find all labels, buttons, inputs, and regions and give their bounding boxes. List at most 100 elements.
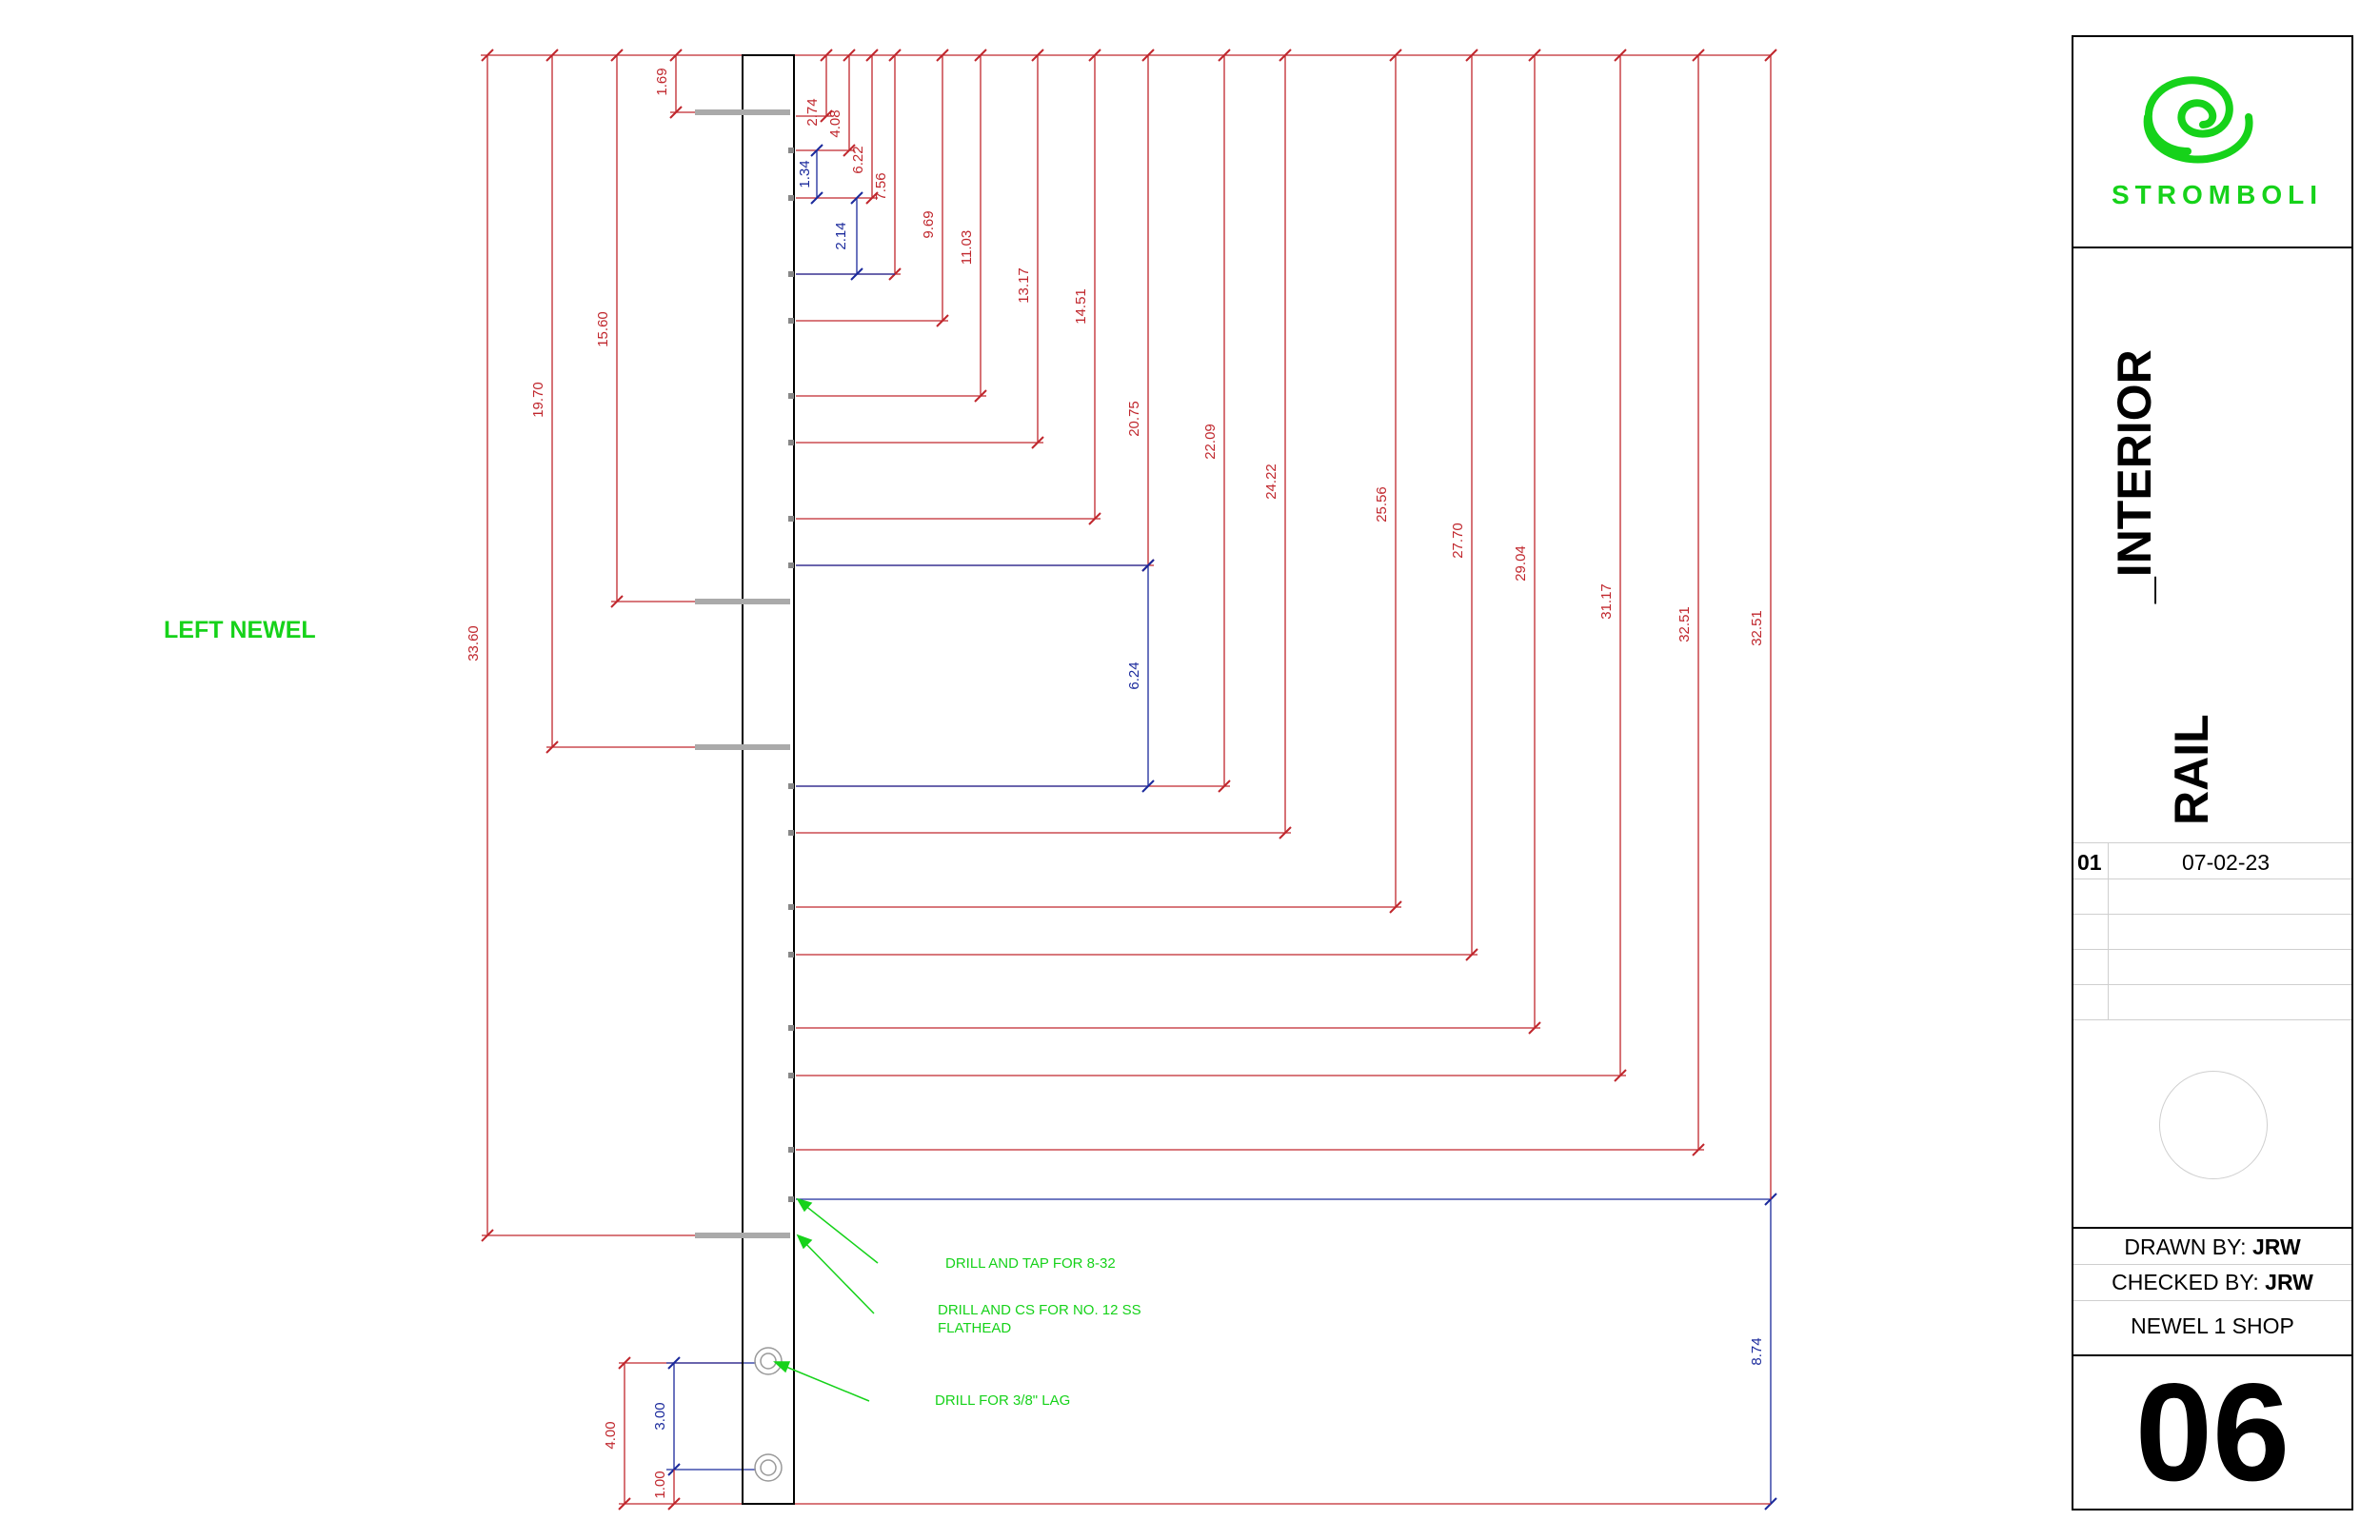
dimension-label: 11.03: [959, 230, 975, 265]
drawing-title: _INTERIOR RAIL: [2073, 247, 2351, 844]
note-drill-tap: DRILL AND TAP FOR 8-32: [945, 1255, 1116, 1272]
dimension-label: 3.00: [652, 1402, 668, 1430]
note-drill-cs: DRILL AND CS FOR NO. 12 SS: [938, 1302, 1141, 1318]
tap-hole-mark: [788, 1073, 794, 1078]
rail-body: [742, 54, 795, 1505]
seal-placeholder: [2159, 1071, 2268, 1179]
dimension-label: 15.60: [595, 311, 611, 347]
lag-hole: [754, 1347, 783, 1375]
dimension-tick: [1141, 780, 1155, 793]
dimension-tick: [810, 191, 823, 205]
dimension-tick: [1218, 49, 1231, 62]
tap-hole-mark: [788, 563, 794, 568]
drawn-by-value: JRW: [2251, 1234, 2301, 1259]
checked-by: CHECKED BY: JRW: [2073, 1270, 2351, 1295]
screw-hole-mark: [695, 1233, 790, 1238]
note-drill-cs-flathead: FLATHEAD: [938, 1320, 1011, 1336]
dimension-label: 6.22: [850, 146, 866, 173]
dimension-tick: [865, 191, 879, 205]
dimension-label: 22.09: [1202, 424, 1219, 460]
dimension-tick: [610, 595, 624, 608]
dimension-label: 20.75: [1126, 401, 1142, 437]
dimension-tick: [669, 106, 683, 119]
dimension-tick: [1141, 559, 1155, 572]
dimension-tick: [936, 314, 949, 327]
dimension-tick: [1465, 948, 1478, 961]
dimension-label: 1.34: [797, 160, 813, 188]
note-leaders: [773, 1197, 879, 1402]
dimension-tick: [481, 49, 494, 62]
tap-hole-mark: [788, 783, 794, 789]
dimension-tick: [850, 191, 863, 205]
dimension-label: 19.70: [530, 382, 546, 418]
checked-by-value: JRW: [2265, 1270, 2313, 1294]
lag-hole: [754, 1453, 783, 1482]
dimension-label: 32.51: [1749, 610, 1765, 646]
dimension-label: 25.56: [1374, 486, 1390, 523]
dimension-tick: [843, 144, 856, 157]
tap-hole-mark: [788, 1147, 794, 1153]
dimension-tick: [1031, 49, 1044, 62]
dimension-label: 7.56: [873, 172, 889, 200]
revision-date: 07-02-23: [2182, 850, 2271, 875]
dimension-label: 4.00: [603, 1421, 619, 1449]
dimension-tick: [820, 49, 833, 62]
tap-hole-mark: [788, 1025, 794, 1031]
dimension-lines: [481, 49, 1777, 1510]
dimension-tick: [545, 49, 559, 62]
dimension-tick: [936, 49, 949, 62]
tap-hole-mark: [788, 1196, 794, 1202]
dimension-tick: [974, 49, 987, 62]
dimension-tick: [974, 389, 987, 403]
tap-hole-mark: [788, 393, 794, 399]
dimension-tick: [610, 49, 624, 62]
dimension-tick: [1141, 49, 1155, 62]
dimension-tick: [1088, 49, 1101, 62]
dimension-tick: [1279, 826, 1292, 839]
dimension-tick: [1088, 512, 1101, 525]
dimension-tick: [545, 740, 559, 754]
screw-hole-mark: [695, 109, 790, 115]
revision-number: 01: [2077, 850, 2102, 875]
dimension-tick: [1279, 49, 1292, 62]
tap-hole-mark: [788, 904, 794, 910]
tap-hole-mark: [788, 195, 794, 201]
dimension-tick: [1692, 1143, 1705, 1156]
dimension-tick: [888, 49, 902, 62]
revision-table: 01 07-02-23: [2073, 808, 2351, 1056]
dimension-label: 4.08: [827, 109, 843, 137]
dimension-tick: [843, 49, 856, 62]
view-label: LEFT NEWEL: [164, 617, 316, 643]
title-line-interior: _INTERIOR: [2108, 349, 2161, 603]
sheet-number-box: 06: [2073, 1354, 2351, 1510]
dimension-label: 6.24: [1126, 661, 1142, 689]
tap-hole-mark: [788, 516, 794, 522]
dimension-label: 31.17: [1598, 583, 1615, 620]
screw-hole-mark: [695, 744, 790, 750]
dimension-tick: [669, 49, 683, 62]
dimension-label: 1.00: [652, 1471, 668, 1498]
checked-by-label: CHECKED BY:: [2112, 1270, 2266, 1294]
sheet-number: 06: [2134, 1354, 2291, 1510]
dimension-label: 29.04: [1513, 545, 1529, 582]
dimension-tick: [1614, 49, 1627, 62]
sheet-name: NEWEL 1 SHOP: [2131, 1313, 2294, 1338]
dimension-tick: [1614, 1069, 1627, 1082]
signature-block: DRAWN BY: JRW CHECKED BY: JRW NEWEL 1 SH…: [2073, 1227, 2351, 1356]
dimension-tick: [1389, 900, 1402, 914]
dimension-label: 13.17: [1016, 267, 1032, 304]
dimension-label: 8.74: [1749, 1337, 1765, 1365]
title-block: STROMBOLI _INTERIOR RAIL 01 07-02-23 DRA…: [2072, 35, 2353, 1510]
dimension-tick: [1465, 49, 1478, 62]
stromboli-logo: [2143, 76, 2253, 164]
drawn-by: DRAWN BY: JRW: [2073, 1234, 2351, 1260]
screw-hole-mark: [695, 599, 790, 604]
dimension-label: 2.74: [804, 98, 821, 126]
dimension-label: 24.22: [1263, 464, 1279, 500]
dimension-label: 32.51: [1676, 606, 1693, 642]
dimension-tick: [1528, 1021, 1541, 1035]
tap-hole-mark: [788, 271, 794, 277]
dimension-tick: [1389, 49, 1402, 62]
